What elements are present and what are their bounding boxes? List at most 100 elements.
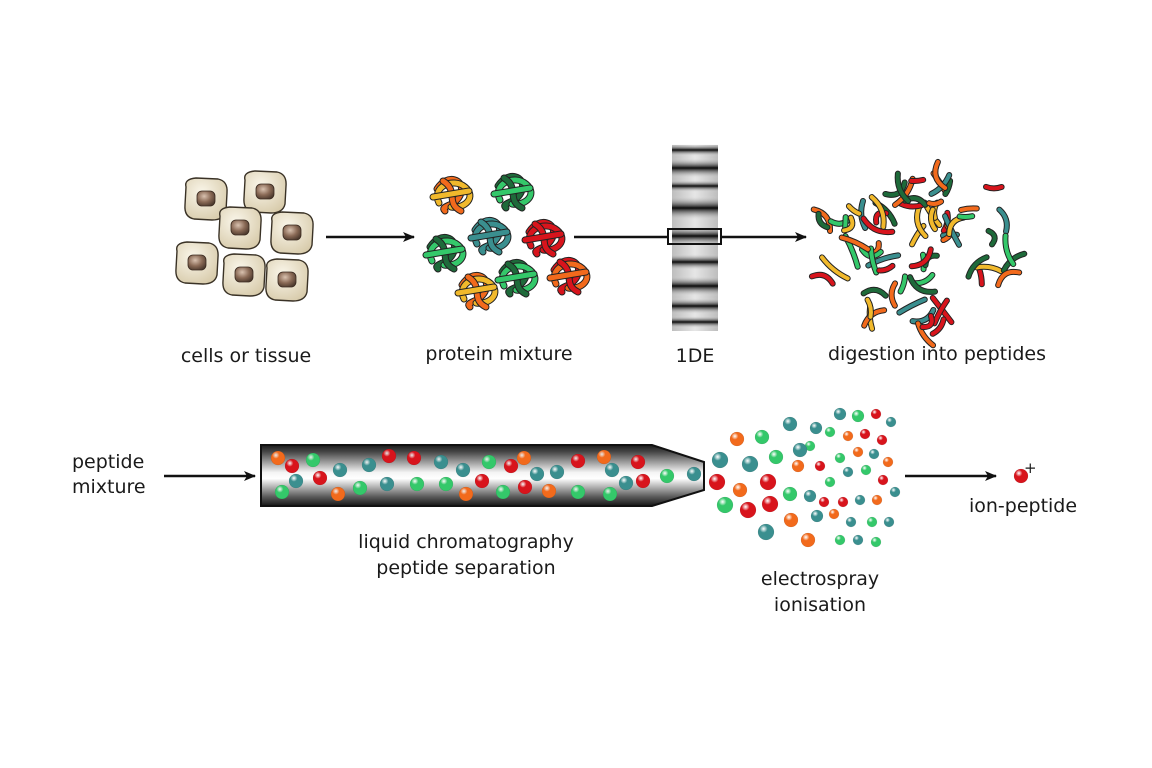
peptide	[966, 255, 989, 279]
label-cells-or-tissue: cells or tissue	[180, 345, 312, 367]
droplet-red	[284, 458, 300, 474]
droplet-green	[409, 476, 425, 492]
droplet-green	[659, 468, 675, 484]
droplet-red	[474, 473, 490, 489]
protein	[422, 234, 467, 273]
nucleus	[187, 254, 207, 271]
droplet-orange	[516, 450, 532, 466]
droplet-green	[570, 484, 586, 500]
cell	[218, 206, 262, 250]
droplet-green	[274, 484, 290, 500]
droplet-green	[716, 496, 734, 514]
peptide	[986, 228, 997, 247]
droplet-red	[870, 408, 882, 420]
droplet-green	[754, 429, 770, 445]
protein	[467, 217, 512, 256]
droplet-orange	[729, 431, 745, 447]
droplet-red	[761, 495, 779, 513]
droplet-green	[860, 464, 872, 476]
peptide	[842, 215, 855, 233]
gel-band	[672, 316, 718, 328]
droplet-green	[824, 426, 836, 438]
label-peptide-mixture-line1: peptide	[72, 451, 145, 473]
peptide	[984, 184, 1004, 191]
droplet-green	[834, 452, 846, 464]
droplet-teal	[618, 475, 634, 491]
cell	[243, 170, 287, 214]
peptide	[820, 255, 850, 281]
droplet-orange	[791, 459, 805, 473]
protein	[454, 272, 499, 311]
droplet-red	[635, 473, 651, 489]
protein	[490, 173, 535, 212]
ion-peptide-icon	[1013, 468, 1029, 484]
peptide	[996, 269, 1022, 288]
peptide	[1003, 233, 1016, 267]
droplet-teal	[810, 509, 824, 523]
droplet-teal	[379, 476, 395, 492]
gel-band	[672, 196, 718, 220]
droplet-orange	[828, 508, 840, 520]
peptide	[861, 287, 888, 298]
peptide	[930, 317, 946, 336]
nucleus	[255, 183, 275, 200]
cell	[222, 253, 266, 297]
protein	[546, 257, 591, 296]
droplet-orange	[270, 450, 286, 466]
droplet-green	[305, 452, 321, 468]
peptide	[909, 247, 933, 269]
droplet-green	[602, 486, 618, 502]
droplet-red	[570, 453, 586, 469]
peptide	[927, 199, 944, 206]
peptide	[868, 246, 879, 275]
gel-band	[672, 180, 718, 192]
droplet-teal	[889, 486, 901, 498]
peptide	[916, 321, 936, 348]
droplet-teal	[842, 466, 854, 478]
droplet-teal	[741, 455, 759, 473]
peptide-fragments-illustration	[808, 158, 1028, 349]
droplet-teal	[868, 448, 880, 460]
label-esi-line1: electrospray	[760, 568, 880, 590]
label-1de: 1DE	[675, 345, 715, 367]
peptide	[908, 275, 938, 294]
peptide	[957, 214, 975, 219]
label-ion-peptide: ion-peptide	[968, 495, 1078, 517]
droplet-teal	[845, 516, 857, 528]
peptide	[943, 178, 953, 197]
droplet-teal	[455, 462, 471, 478]
droplet-teal	[885, 416, 897, 428]
droplet-green	[768, 449, 784, 465]
gel-band	[672, 144, 718, 156]
peptide	[889, 281, 898, 308]
peptide	[909, 177, 926, 183]
gel-band	[672, 226, 718, 246]
peptide	[839, 235, 870, 252]
protein	[494, 259, 539, 298]
droplet-green	[438, 476, 454, 492]
peptide	[932, 298, 949, 326]
droplet-teal	[549, 464, 565, 480]
cell	[265, 258, 309, 302]
protein-mixture-illustration	[422, 173, 591, 311]
label-lc-line2: peptide separation	[376, 557, 556, 579]
peptide	[897, 297, 927, 315]
droplet-orange	[541, 483, 557, 499]
lc-column	[260, 444, 705, 507]
gel-band	[672, 276, 718, 296]
droplet-teal	[332, 462, 348, 478]
droplet-teal	[686, 466, 702, 482]
droplet-red	[406, 450, 422, 466]
droplet-teal	[854, 494, 866, 506]
1de-gel-lane	[667, 144, 722, 331]
droplet-red	[739, 501, 757, 519]
droplet-red	[1013, 468, 1029, 484]
peptide	[928, 207, 937, 232]
gel-band	[672, 158, 718, 178]
droplet-red	[708, 473, 726, 491]
peptide	[816, 211, 830, 230]
droplet-teal	[852, 534, 864, 546]
droplet-red	[876, 434, 888, 446]
droplet-red	[630, 454, 646, 470]
